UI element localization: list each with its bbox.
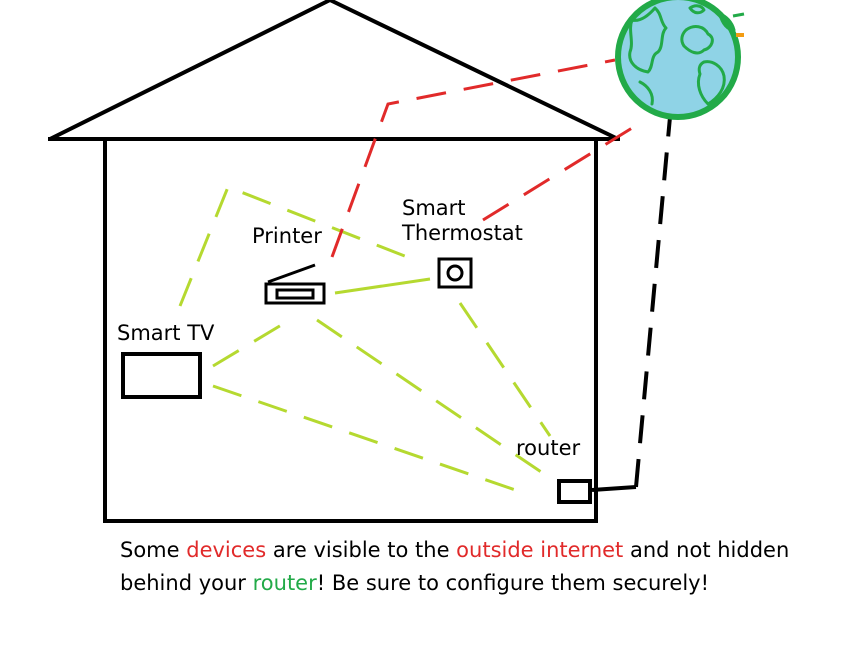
thermostat-label-line1: Smart	[402, 196, 466, 220]
thermostat-internet-link	[482, 118, 646, 222]
router-uplink-stub	[591, 485, 637, 492]
thermostat-router-link	[458, 302, 552, 437]
tv-router-link	[212, 384, 531, 497]
router-uplink	[591, 116, 672, 492]
smart-tv-label: Smart TV	[117, 321, 215, 345]
thermostat-icon	[437, 257, 473, 289]
tv-printer-link	[212, 316, 294, 368]
tv-icon	[121, 352, 202, 399]
thermostat-label: Smart Thermostat	[402, 196, 523, 246]
printer-thermostat-link	[334, 277, 431, 295]
caption-text: Some	[120, 538, 187, 562]
local-connections	[178, 185, 552, 497]
exposed-connections	[330, 58, 646, 258]
house-roof	[49, 0, 619, 141]
printer-internet-link	[330, 58, 616, 258]
caption-devices-highlight: devices	[186, 538, 267, 562]
printer-label: Printer	[252, 224, 322, 248]
globe-icon	[615, 0, 745, 120]
caption-internet-highlight: outside internet	[456, 538, 624, 562]
caption: Some devices are visible to the outside …	[120, 534, 820, 600]
router-label: router	[516, 436, 581, 460]
printer-icon	[264, 263, 326, 305]
router-uplink-dashed	[634, 116, 672, 488]
caption-text: ! Be sure to configure them securely!	[316, 571, 710, 595]
tv-thermostat-link	[178, 185, 421, 307]
router-icon	[557, 479, 592, 504]
thermostat-label-line2: Thermostat	[402, 221, 523, 246]
caption-text: are visible to the	[266, 538, 457, 562]
caption-text: and not hidden behind your	[120, 538, 790, 595]
caption-router-highlight: router	[252, 571, 317, 595]
house-walls	[103, 137, 598, 523]
